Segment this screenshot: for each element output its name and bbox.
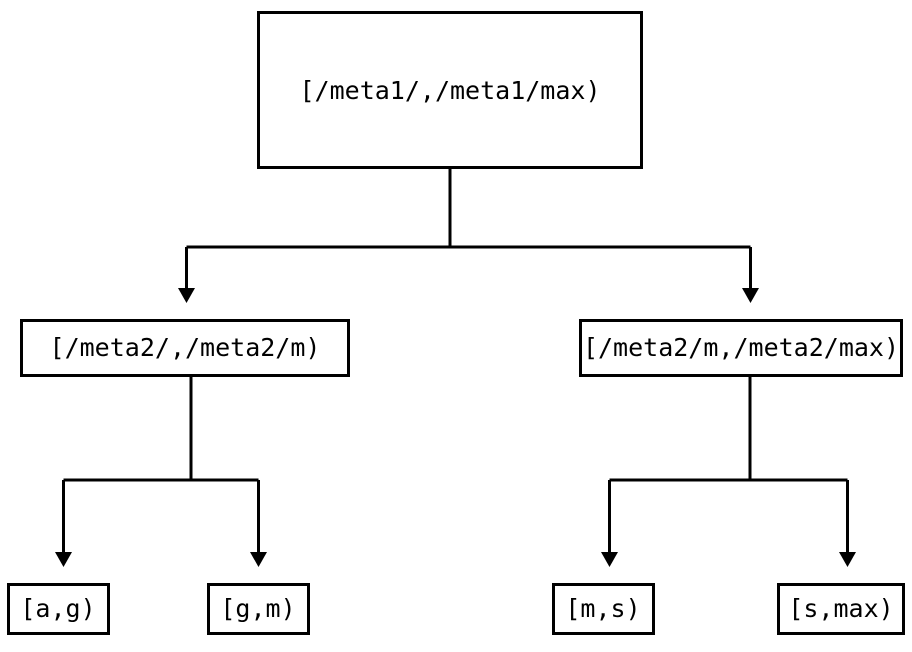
arrowhead-mid-left-to-leaf2 (250, 552, 267, 567)
arrowhead-mid-right-to-leaf3 (601, 552, 618, 567)
node-leaf-2[interactable]: [g,m) (207, 583, 310, 635)
node-mid-right[interactable]: [/meta2/m,/meta2/max) (579, 319, 903, 377)
node-leaf-1-label: [a,g) (20, 594, 95, 623)
arrowhead-root-to-mid-right (742, 288, 759, 303)
node-leaf-4[interactable]: [s,max) (777, 583, 905, 635)
node-mid-right-box[interactable] (579, 319, 903, 377)
arrowhead-mid-left-to-leaf1 (55, 552, 72, 567)
node-mid-left[interactable]: [/meta2/,/meta2/m) (20, 319, 350, 377)
node-leaf-3-box[interactable] (552, 583, 655, 635)
arrowhead-mid-right-to-leaf4 (839, 552, 856, 567)
node-mid-left-box[interactable] (20, 319, 350, 377)
edge-group-midleft-to-leaves (55, 375, 267, 567)
node-leaf-2-label: [g,m) (220, 594, 295, 623)
node-leaf-3-label: [m,s) (565, 594, 640, 623)
node-leaf-1[interactable]: [a,g) (7, 583, 110, 635)
node-mid-right-label: [/meta2/m,/meta2/max) (583, 333, 899, 362)
edge-group-midright-to-leaves (601, 375, 856, 567)
node-root-box[interactable] (257, 11, 643, 169)
node-leaf-3[interactable]: [m,s) (552, 583, 655, 635)
node-root-label: [/meta1/,/meta1/max) (299, 76, 600, 105)
node-root[interactable]: [/meta1/,/meta1/max) (257, 11, 643, 169)
edge-group-root-to-middle (178, 167, 759, 303)
node-leaf-1-box[interactable] (7, 583, 110, 635)
node-mid-left-label: [/meta2/,/meta2/m) (50, 333, 321, 362)
arrowhead-root-to-mid-left (178, 288, 195, 303)
node-leaf-4-label: [s,max) (788, 594, 893, 623)
node-leaf-4-box[interactable] (777, 583, 905, 635)
node-leaf-2-box[interactable] (207, 583, 310, 635)
